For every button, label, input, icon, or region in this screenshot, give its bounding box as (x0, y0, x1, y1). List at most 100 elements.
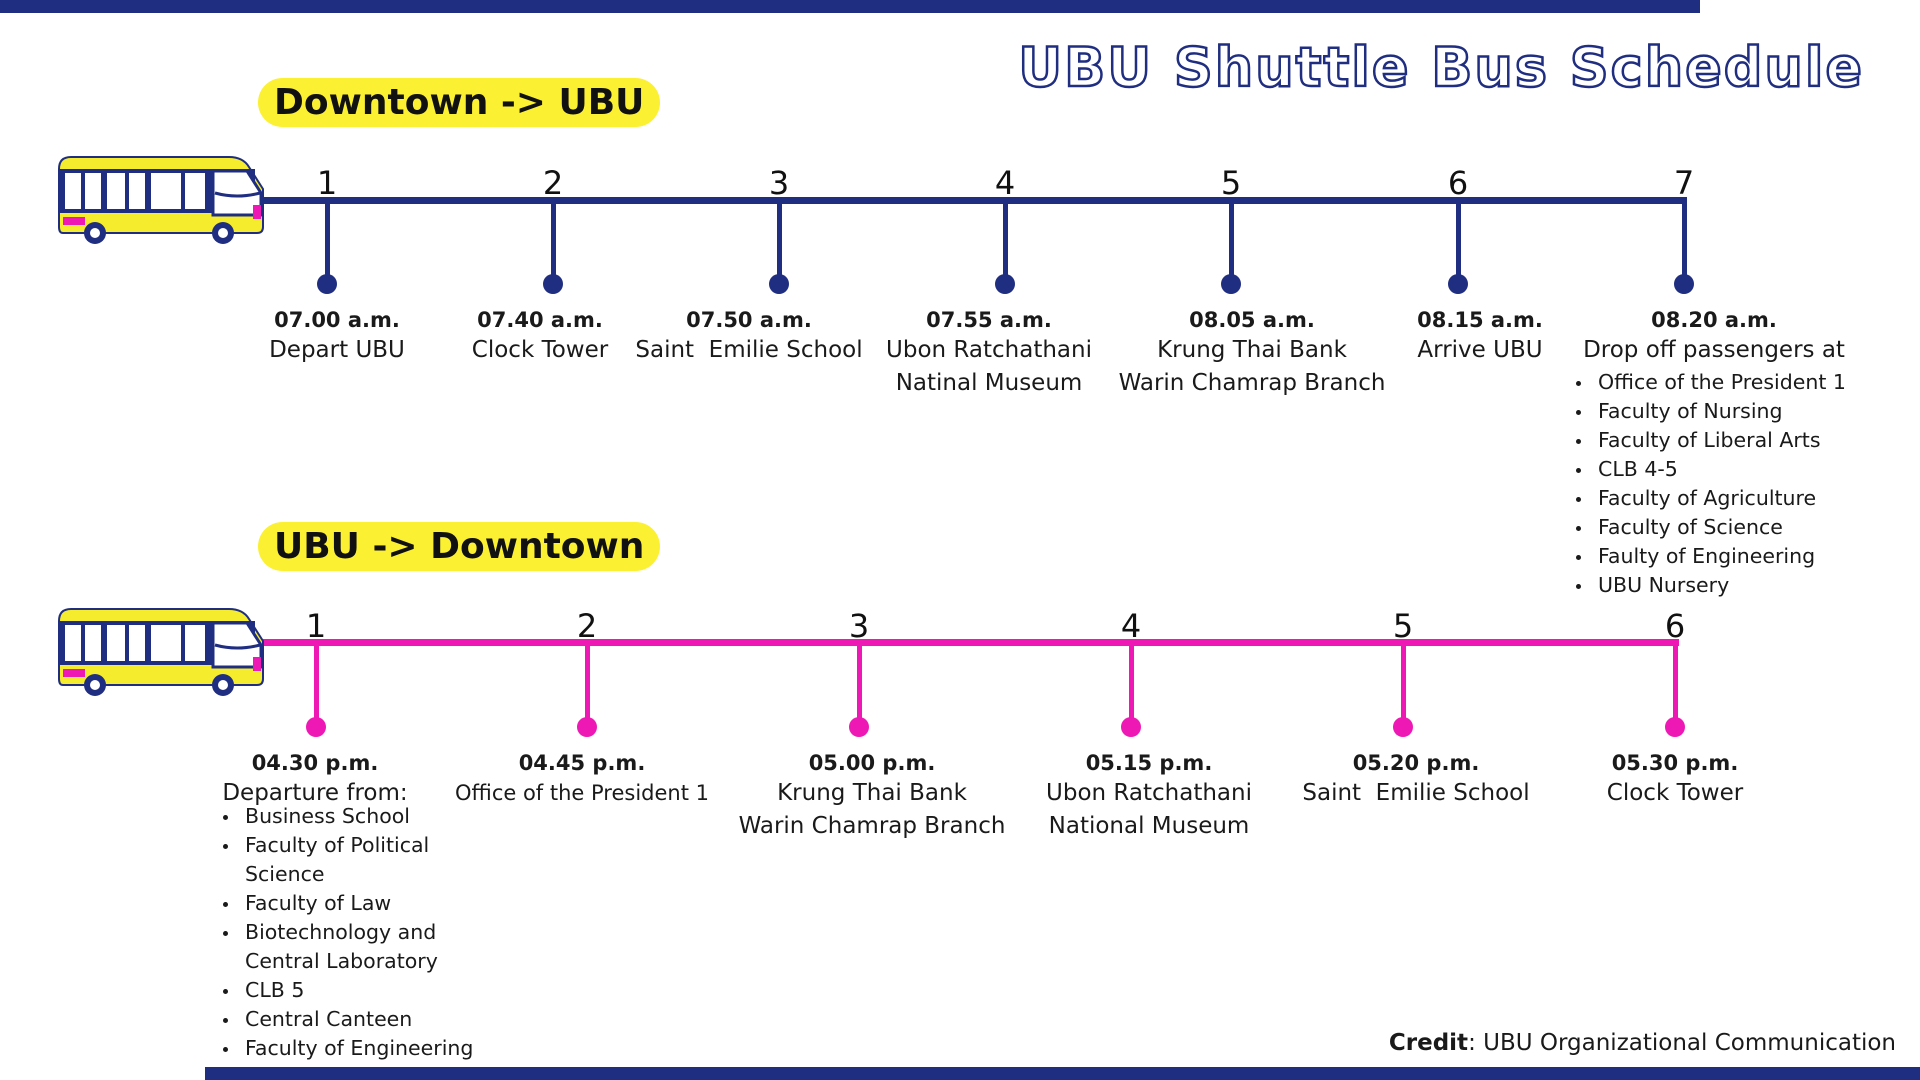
stop-time: 07.50 a.m. (686, 308, 812, 332)
route-label-ubu-to-downtown: UBU -> Downtown (258, 522, 661, 571)
stop-time: 08.20 a.m. (1651, 308, 1777, 332)
stop-dot (543, 274, 563, 294)
list-item: Faculty of Science (1568, 513, 1846, 542)
stop-number: 1 (316, 164, 338, 202)
stop-location: Krung Thai Bank (1157, 337, 1347, 363)
stop-time: 05.00 p.m. (808, 751, 936, 775)
stop-location: Depart UBU (269, 337, 405, 363)
stop-number: 1 (305, 607, 327, 645)
list-item: Faculty of Engineering (215, 1034, 475, 1063)
top-accent-bar (0, 0, 1700, 13)
departure-list: Business School Faculty of Political Sci… (215, 802, 475, 1063)
stop-stem (324, 200, 330, 282)
stop-stem (1228, 200, 1234, 282)
stop-stem (1128, 643, 1134, 725)
stop-dot (577, 717, 597, 737)
stop-number: 2 (576, 607, 598, 645)
list-item: Office of the President 1 (1568, 368, 1846, 397)
stop-dot (995, 274, 1015, 294)
stop-number: 5 (1220, 164, 1242, 202)
stop-time: 07.00 a.m. (274, 308, 400, 332)
dropoff-list: Office of the President 1 Faculty of Nur… (1568, 368, 1846, 600)
list-item: UBU Nursery (1568, 571, 1846, 600)
stop-location: Saint Emilie School (635, 337, 863, 363)
stop-location: Ubon Ratchathani (1046, 780, 1252, 806)
route-line-morning (255, 197, 1687, 204)
route-label-downtown-to-ubu: Downtown -> UBU (258, 78, 661, 127)
stop-number: 4 (1120, 607, 1142, 645)
stop-number: 7 (1673, 164, 1695, 202)
stop-number: 6 (1664, 607, 1686, 645)
stop-number: 4 (994, 164, 1016, 202)
bus-icon (58, 156, 264, 244)
stop-info: 04.45 p.m. Office of the President 1 (455, 749, 709, 810)
stop-info: 04.30 p.m. Departure from: (222, 749, 407, 810)
list-item: Central Canteen (215, 1005, 475, 1034)
list-item: CLB 4-5 (1568, 455, 1846, 484)
stop-dot (1665, 717, 1685, 737)
stop-number: 2 (542, 164, 564, 202)
stop-time: 05.20 p.m. (1352, 751, 1480, 775)
route-line-evening (255, 639, 1679, 646)
bottom-accent-bar (205, 1067, 1920, 1080)
stop-info: 05.30 p.m. Clock Tower (1607, 749, 1743, 810)
stop-stem (1002, 200, 1008, 282)
list-item: Biotechnology and Central Laboratory (215, 918, 475, 976)
stop-dot (1674, 274, 1694, 294)
stop-location: Clock Tower (471, 337, 609, 363)
stop-dot (849, 717, 869, 737)
stop-dot (1393, 717, 1413, 737)
stop-number: 5 (1392, 607, 1414, 645)
list-item: Faculty of Political Science (215, 831, 475, 889)
stop-info: 05.15 p.m. Ubon Ratchathani National Mus… (1046, 749, 1252, 843)
stop-stem (1400, 643, 1406, 725)
stop-location: Arrive UBU (1417, 337, 1543, 363)
stop-time: 08.15 a.m. (1417, 308, 1543, 332)
stop-stem (550, 200, 556, 282)
stop-stem (584, 643, 590, 725)
stop-number: 3 (848, 607, 870, 645)
list-item: Faculty of Nursing (1568, 397, 1846, 426)
stop-time: 04.30 p.m. (251, 751, 379, 775)
bus-icon (58, 608, 264, 696)
stop-stem (1672, 643, 1678, 725)
stop-location: Drop off passengers at (1583, 337, 1845, 363)
credit-label: Credit (1388, 1030, 1469, 1056)
stop-time: 05.15 p.m. (1085, 751, 1213, 775)
list-item: Business School (215, 802, 475, 831)
stop-location: Office of the President 1 (454, 781, 710, 805)
stop-dot (306, 717, 326, 737)
list-item: CLB 5 (215, 976, 475, 1005)
stop-stem (313, 643, 319, 725)
stop-dot (1121, 717, 1141, 737)
stop-location: Saint Emilie School (1302, 780, 1530, 806)
stop-time: 05.30 p.m. (1611, 751, 1739, 775)
stop-location: Krung Thai Bank (777, 780, 967, 806)
stop-stem (1455, 200, 1461, 282)
stop-stem (1681, 200, 1687, 282)
stop-info: 07.50 a.m. Saint Emilie School (635, 306, 862, 367)
stop-location-line2: Natinal Museum (895, 370, 1083, 396)
list-item: Faulty of Engineering (1568, 542, 1846, 571)
credit-text: : UBU Organizational Communication (1468, 1030, 1896, 1056)
stop-number: 3 (768, 164, 790, 202)
stop-info: 07.55 a.m. Ubon Ratchathani Natinal Muse… (886, 306, 1092, 400)
stop-info: 05.00 p.m. Krung Thai Bank Warin Chamrap… (739, 749, 1006, 843)
stop-location: Departure from: (222, 780, 408, 806)
stop-info: 05.20 p.m. Saint Emilie School (1302, 749, 1529, 810)
page-title: UBU Shuttle Bus Schedule (1017, 35, 1864, 101)
stop-info: 07.40 a.m. Clock Tower (472, 306, 608, 367)
stop-location-line2: National Museum (1048, 813, 1250, 839)
stop-location: Clock Tower (1606, 780, 1744, 806)
stop-number: 6 (1447, 164, 1469, 202)
stop-stem (776, 200, 782, 282)
stop-location-line2: Warin Chamrap Branch (738, 813, 1006, 839)
stop-time: 04.45 p.m. (518, 751, 646, 775)
stop-dot (769, 274, 789, 294)
stop-time: 08.05 a.m. (1189, 308, 1315, 332)
stop-dot (317, 274, 337, 294)
stop-location-line2: Warin Chamrap Branch (1118, 370, 1386, 396)
stop-time: 07.55 a.m. (926, 308, 1052, 332)
stop-info: 08.05 a.m. Krung Thai Bank Warin Chamrap… (1119, 306, 1386, 400)
stop-info: 08.20 a.m. Drop off passengers at (1583, 306, 1845, 367)
